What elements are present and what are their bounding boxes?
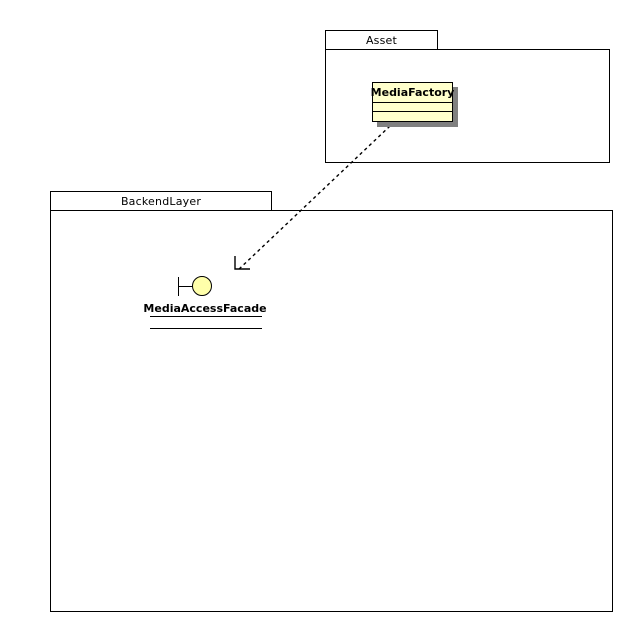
package-body-asset[interactable] — [325, 49, 610, 163]
class-box-mediafactory[interactable]: MediaFactory — [370, 82, 458, 127]
package-label-asset: Asset — [365, 33, 398, 47]
class-name-compartment: MediaFactory — [370, 83, 455, 103]
interface-circle — [192, 276, 212, 296]
interface-underline-secondary — [150, 328, 262, 329]
package-tab-asset[interactable]: Asset — [325, 30, 438, 50]
interface-name-label: MediaAccessFacade — [143, 302, 267, 315]
interface-stem — [178, 286, 193, 287]
provided-interface-icon[interactable] — [176, 274, 216, 298]
package-label-backendlayer: BackendLayer — [120, 194, 202, 208]
interface-underline-primary — [150, 316, 262, 317]
package-body-backendlayer[interactable] — [50, 210, 613, 612]
class-frame: MediaFactory — [370, 82, 455, 122]
class-operations-compartment — [373, 112, 452, 121]
class-attributes-compartment — [373, 103, 452, 112]
class-name-label: MediaFactory — [370, 86, 455, 99]
package-tab-backendlayer[interactable]: BackendLayer — [50, 191, 272, 211]
